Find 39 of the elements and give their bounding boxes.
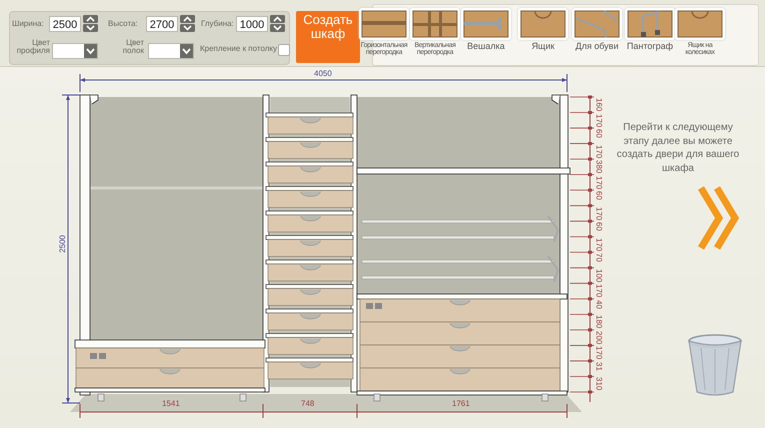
help-text: Перейти к следующему этапу далее вы можете создать двери для вашего шкафа [616,121,740,175]
tile-label: Для обуви [574,42,620,51]
dimension-label: 4050 [314,70,332,78]
dimension-label: 2500 [59,235,68,253]
tile-label: Пантограф [626,42,674,51]
dimension-label: 170 [594,176,602,189]
dimension-label: 180 [594,315,602,329]
field-label: Ширина: [12,20,44,28]
dimension-label: 310 [594,377,602,391]
create-button: Создать шкаф [296,11,360,63]
dimension-label: 40 [594,300,602,309]
dimension-label: 170 [594,284,602,298]
field-label: Глубина: [201,20,234,28]
dimension-label: 380 [594,160,602,174]
field-label: Высота: [108,20,138,28]
dimension-label: 170 [594,114,602,127]
field-label: Крепление к потолку [200,45,277,54]
dimension-label: 170 [594,346,602,360]
dimension-label: 160 [594,98,602,112]
dimension-label: 1541 [162,400,180,408]
dimension-label: 748 [301,400,314,408]
dimension-label: 1761 [452,400,470,408]
tile-label: Ящик [530,42,556,51]
dimension-label: 200 [594,330,602,344]
dimension-label: 31 [594,362,602,371]
dimension-label: 70 [594,253,602,262]
field-label: Цвет профиля [16,39,50,56]
number-field: 2500 [49,16,81,32]
tile-label: Вешалка [466,42,506,51]
dimension-label: 60 [594,129,602,138]
dimension-label: 170 [594,206,602,220]
dimension-label: 100 [594,268,602,282]
number-field: 2700 [146,16,178,32]
field-label: Цвет полок [122,39,144,56]
dimension-label: 170 [594,238,602,252]
dimension-label: 60 [594,191,602,200]
dimension-label: 60 [594,222,602,232]
dimension-label: 170 [594,144,602,158]
number-field: 1000 [236,16,268,32]
